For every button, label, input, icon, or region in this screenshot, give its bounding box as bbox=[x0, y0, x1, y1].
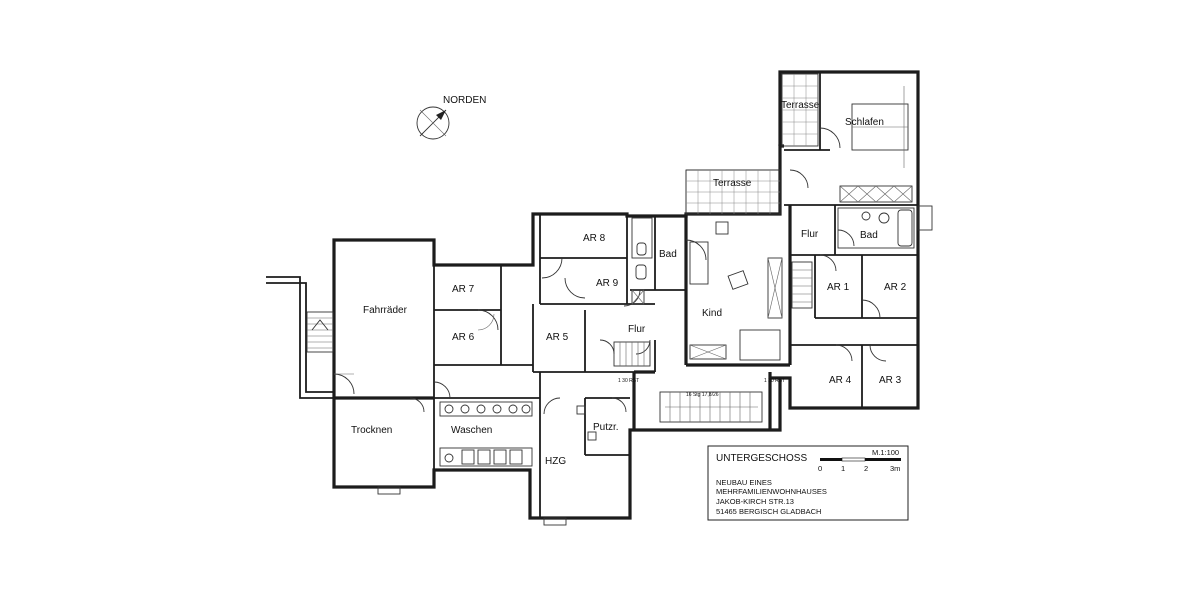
room-schlafen: Schlafen bbox=[845, 117, 884, 128]
room-terrasse-mid: Terrasse bbox=[713, 178, 752, 189]
scale-bar bbox=[820, 457, 901, 462]
stair-note: 16 Stg 17,8/26 bbox=[686, 392, 719, 398]
interior-walls bbox=[334, 72, 918, 518]
title-block: UNTERGESCHOSS M.1:100 0 1 2 3m NEUBAU EI… bbox=[707, 445, 909, 521]
room-hzg: HZG bbox=[545, 456, 566, 467]
room-bad-left: Bad bbox=[659, 249, 677, 260]
room-ar8: AR 8 bbox=[583, 233, 606, 244]
room-flur-right: Flur bbox=[801, 229, 819, 240]
scale-tick-1: 1 bbox=[841, 464, 845, 473]
room-ar2: AR 2 bbox=[884, 282, 907, 293]
terrace-tiles bbox=[685, 73, 819, 215]
room-waschen: Waschen bbox=[451, 425, 492, 436]
rst-right: 1 30 RST bbox=[764, 378, 785, 384]
room-trocknen: Trocknen bbox=[351, 425, 392, 436]
project-line-2: MEHRFAMILIENWOHNHAUSES bbox=[716, 487, 827, 496]
north-compass: NORDEN bbox=[416, 95, 486, 140]
room-fahrraeder: Fahrräder bbox=[363, 305, 408, 316]
scale-tick-2: 2 bbox=[864, 464, 868, 473]
room-ar7: AR 7 bbox=[452, 284, 475, 295]
plan-title: UNTERGESCHOSS bbox=[716, 453, 807, 464]
stairs bbox=[306, 261, 813, 423]
scale-tick-3: 3m bbox=[890, 464, 900, 473]
room-bad-right: Bad bbox=[860, 230, 878, 241]
room-ar3: AR 3 bbox=[879, 375, 902, 386]
furniture bbox=[377, 86, 933, 526]
annotations: 1 30 RST 1 30 RST 16 Stg 17,8/26 bbox=[618, 378, 785, 398]
project-line-4: 51465 BERGISCH GLADBACH bbox=[716, 507, 821, 516]
room-labels: Fahrräder AR 7 AR 6 AR 8 AR 9 AR 5 Flur … bbox=[351, 100, 907, 467]
room-ar9: AR 9 bbox=[596, 278, 619, 289]
room-ar6: AR 6 bbox=[452, 332, 475, 343]
north-label: NORDEN bbox=[443, 95, 486, 106]
plan-scale: M.1:100 bbox=[872, 448, 899, 457]
room-flur-left: Flur bbox=[628, 324, 646, 335]
doors bbox=[333, 127, 887, 415]
room-putzr: Putzr. bbox=[593, 422, 619, 433]
room-ar1: AR 1 bbox=[827, 282, 850, 293]
room-ar5: AR 5 bbox=[546, 332, 569, 343]
rst-left: 1 30 RST bbox=[618, 378, 639, 384]
project-line-1: NEUBAU EINES bbox=[716, 478, 772, 487]
scale-tick-0: 0 bbox=[818, 464, 822, 473]
room-ar4: AR 4 bbox=[829, 375, 852, 386]
room-kind: Kind bbox=[702, 308, 722, 319]
project-line-3: JAKOB-KIRCH STR.13 bbox=[716, 497, 794, 506]
room-terrasse-top: Terrasse bbox=[781, 100, 820, 111]
